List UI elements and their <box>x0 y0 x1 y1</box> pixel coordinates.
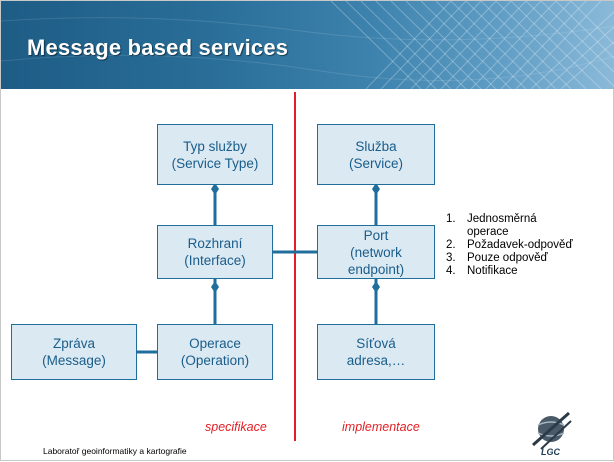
address-line1: Síťová <box>356 336 396 351</box>
box-port: Port (network endpoint) <box>317 225 435 279</box>
box-operation: Operace (Operation) <box>157 324 273 380</box>
title-banner: Message based services <box>1 1 614 89</box>
service-line1: Služba <box>355 138 397 154</box>
list-item: 2. Požadavek-odpověď <box>446 239 573 252</box>
address-line2: adresa,… <box>346 353 406 368</box>
box-message: Zpráva (Message) <box>11 324 137 380</box>
message-line2: (Message) <box>42 353 106 368</box>
lgc-logo-icon: LGC <box>532 411 572 457</box>
footer-text: Laboratoř geoinformatiky a kartografie <box>43 446 187 456</box>
port-line3: endpoint) <box>347 261 405 277</box>
message-line1: Zpráva <box>52 336 96 351</box>
service-line2: (Service) <box>348 155 403 171</box>
list-item-number: 2. <box>446 239 456 251</box>
port-line2: (network <box>350 244 402 260</box>
port-line1: Port <box>363 227 389 243</box>
list-item-line1: Jednosměrná <box>467 213 537 225</box>
diamond-port <box>372 281 380 293</box>
list-item-line1: Pouze odpověď <box>467 252 548 264</box>
list-item: 4. Notifikace <box>446 265 573 278</box>
service-type-line2: (Service Type) <box>171 155 259 171</box>
service-type-line1: Typ služby <box>183 138 247 154</box>
list-item-number: 4. <box>446 265 456 277</box>
list-item: 1. Jednosměrná operace <box>446 213 573 239</box>
box-service-type: Typ služby (Service Type) <box>157 124 273 185</box>
diamond-service <box>372 183 380 195</box>
list-item-text: Jednosměrná operace <box>467 213 537 239</box>
box-address: Síťová adresa,… <box>317 324 435 380</box>
list-item-number: 1. <box>446 213 456 225</box>
box-service: Služba (Service) <box>317 124 435 185</box>
list-item-line1: Požadavek-odpověď <box>467 239 573 251</box>
operation-line2: (Operation) <box>180 353 250 368</box>
label-specification: specifikace <box>205 420 267 434</box>
slide-title: Message based services <box>27 35 289 60</box>
banner-pattern <box>1 1 614 89</box>
svg-text:LGC: LGC <box>541 447 560 457</box>
diamond-servicetype <box>211 183 219 195</box>
box-interface: Rozhraní (Interface) <box>157 225 273 279</box>
list-item-number: 3. <box>446 252 456 264</box>
label-implementation: implementace <box>342 420 420 434</box>
list-item: 3. Pouze odpověď <box>446 252 573 265</box>
operation-types-list: 1. Jednosměrná operace 2. Požadavek-odpo… <box>446 213 573 278</box>
list-item-line1: Notifikace <box>467 265 518 277</box>
operation-line1: Operace <box>189 336 241 351</box>
diamond-interface <box>211 281 219 293</box>
list-item-line2: operace <box>467 226 509 238</box>
interface-line1: Rozhraní <box>187 236 243 251</box>
interface-line2: (Interface) <box>184 253 246 268</box>
